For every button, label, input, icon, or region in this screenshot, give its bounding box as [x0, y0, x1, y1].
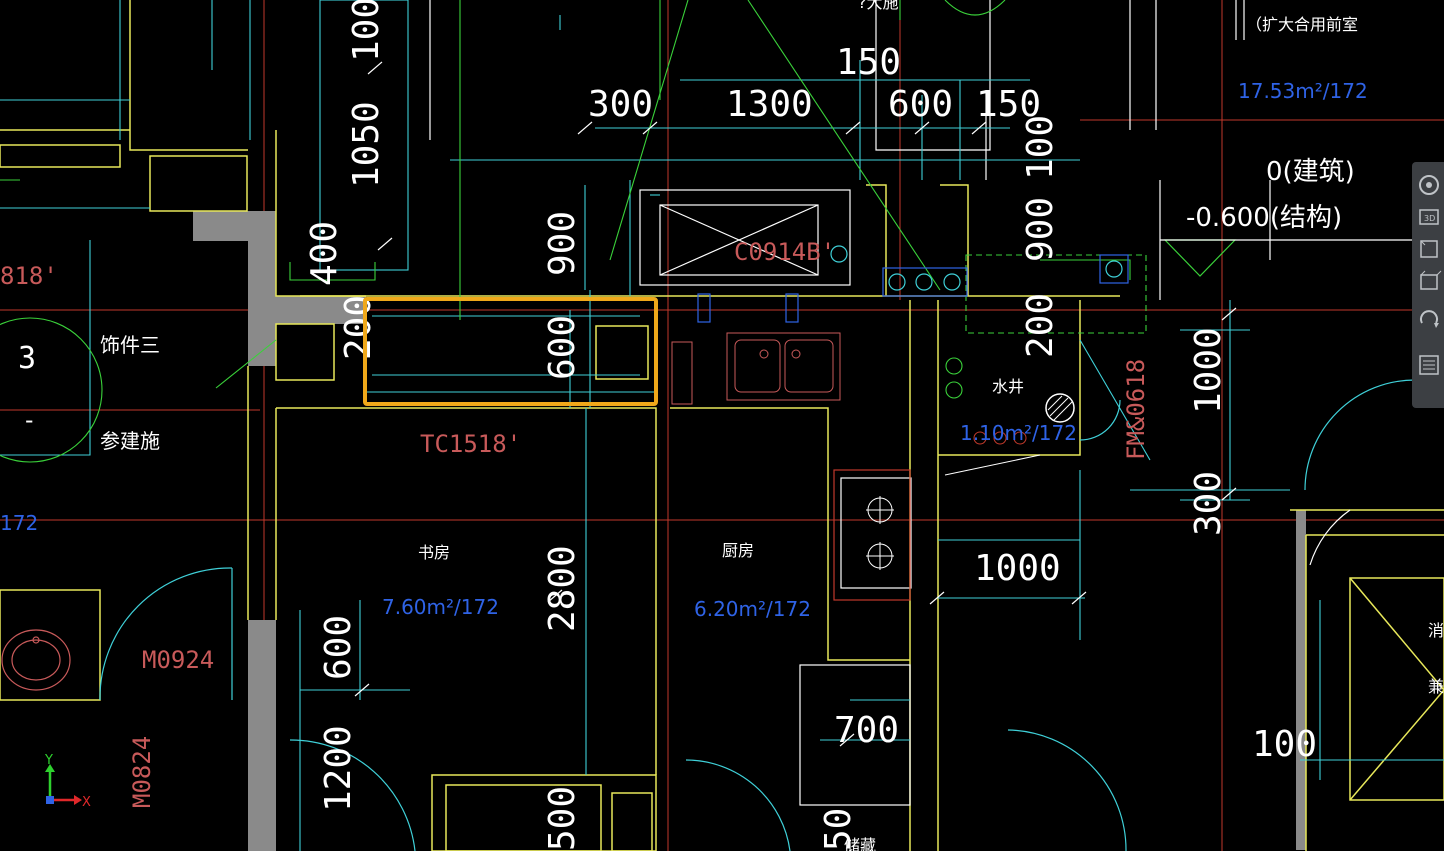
dim-700: 700: [834, 710, 899, 751]
dimension-ticks: [354, 61, 1237, 747]
dim-1000-horizontal: 1000: [974, 548, 1061, 589]
dim-50: 50: [818, 808, 859, 851]
section-mark-sub: -: [22, 406, 36, 434]
area-front-room: 17.53m²/172: [1238, 79, 1368, 103]
stove: [866, 496, 894, 570]
room-name-water-well: 水井: [992, 377, 1024, 396]
water-well-pipe: [944, 393, 1075, 476]
door-tag-m0924: M0924: [142, 646, 214, 674]
label-fire-a: 消: [1428, 621, 1444, 640]
orbit-icon[interactable]: [1416, 308, 1442, 334]
dim-200-left: 200: [338, 295, 379, 360]
door-swings: [99, 379, 1416, 851]
showmotion-icon[interactable]: [1416, 352, 1442, 378]
dim-1200: 1200: [318, 725, 359, 812]
window-tag-tc1518: TC1518': [420, 430, 521, 458]
zoom-extents-icon[interactable]: [1416, 268, 1442, 294]
label-top-cut: ?大施: [858, 0, 899, 12]
dim-500: 500: [542, 786, 583, 851]
elevation-architecture: 0(建筑): [1266, 157, 1355, 187]
label-ref-build: 参建施: [100, 429, 160, 453]
navigation-bar: 3D: [1412, 162, 1444, 408]
dim-200-right: 200: [1020, 293, 1061, 358]
pan-icon[interactable]: [1416, 236, 1442, 262]
selection-highlight-box[interactable]: [363, 297, 658, 406]
section-mark-number: 3: [18, 341, 36, 376]
dim-900-b: 900: [1020, 197, 1061, 262]
window-tag-818: 818': [0, 262, 58, 290]
washbasin: [1, 629, 71, 691]
dim-300: 300: [588, 84, 653, 125]
area-study: 7.60m²/172: [382, 595, 499, 619]
label-storage: 储藏: [844, 836, 876, 851]
ucs-y-label: Y: [44, 753, 53, 768]
dim-1050: 1050: [346, 101, 387, 188]
door-tag-m0824: M0824: [128, 736, 156, 808]
window-tag-c0914b: C0914B': [734, 238, 835, 266]
dim-100-b: 100: [1020, 115, 1061, 180]
dim-150-top: 150: [836, 42, 901, 83]
label-fire-b: 兼: [1428, 677, 1444, 696]
view-cube-2d-icon[interactable]: 3D: [1416, 204, 1442, 230]
kitchen-sink: [671, 332, 841, 405]
dim-100-bottom: 100: [1252, 724, 1317, 765]
dim-300-vertical: 300: [1188, 471, 1229, 536]
label-ornament: 饰件三: [100, 333, 160, 357]
label-expand-front-room: （扩大合用前室: [1246, 15, 1358, 34]
concrete-walls: [193, 211, 1306, 851]
room-name-study: 书房: [418, 543, 450, 562]
dim-600-mid: 600: [542, 315, 583, 380]
dim-150-right: 150: [976, 84, 1041, 125]
dim-900-a: 900: [542, 211, 583, 276]
steering-wheel-icon[interactable]: [1416, 172, 1442, 198]
dim-100-top: 100: [346, 0, 387, 62]
white-lines: [429, 0, 1444, 806]
dim-1300: 1300: [726, 84, 813, 125]
ucs-x-label: X: [82, 795, 91, 810]
dim-1000-vertical: 1000: [1188, 327, 1229, 414]
svg-text:3D: 3D: [1424, 214, 1435, 223]
area-water-well: 1.10m²/172: [960, 421, 1077, 445]
area-kitchen: 6.20m²/172: [694, 597, 811, 621]
dim-2800: 2800: [542, 545, 583, 632]
dim-600-left: 600: [318, 615, 359, 680]
ucs-axis-icon: [45, 764, 82, 805]
room-name-kitchen: 厨房: [722, 541, 754, 560]
dim-400: 400: [304, 221, 345, 286]
area-left-room: 172: [0, 511, 38, 535]
dim-600-top: 600: [888, 84, 953, 125]
green-lines: [0, 0, 1131, 463]
pipe-fixtures: [697, 245, 1129, 323]
elevation-structure: -0.600(结构): [1186, 203, 1342, 233]
door-tag-fm0618: FM&0618: [1122, 359, 1150, 460]
